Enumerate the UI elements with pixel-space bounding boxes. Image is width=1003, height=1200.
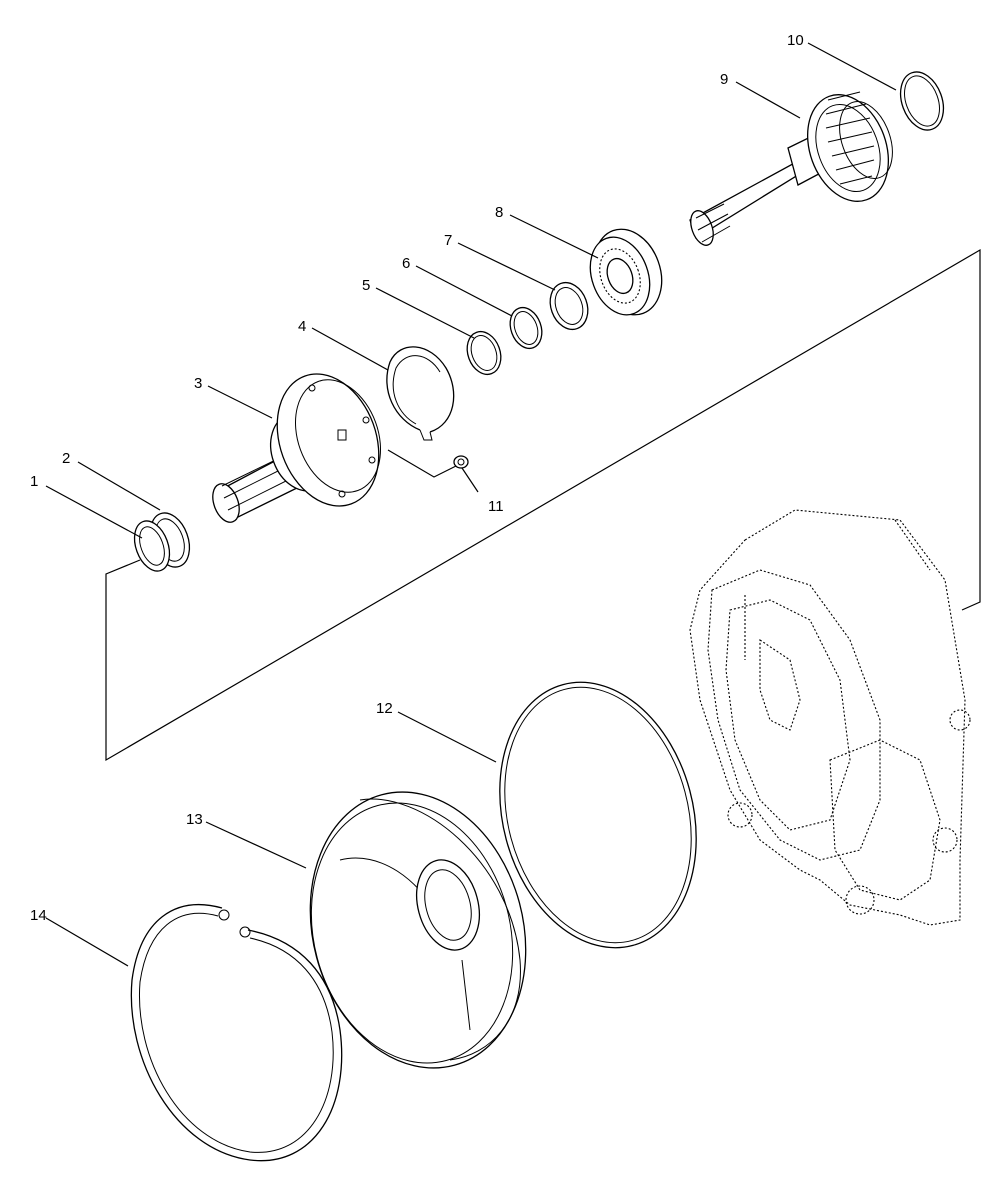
callout-4: 4 [298, 318, 306, 335]
part-12-o-ring[interactable] [471, 660, 724, 970]
callout-12: 12 [376, 700, 393, 717]
transmission-housing-ghost [689, 509, 971, 926]
callout-10: 10 [787, 32, 804, 49]
assembly-frame-lines [105, 248, 981, 762]
callout-7: 7 [444, 232, 452, 249]
part-3-hub-flange[interactable] [208, 360, 396, 526]
part-6-ring[interactable] [505, 303, 548, 353]
callout-2: 2 [62, 450, 70, 467]
part-7-ring[interactable] [544, 277, 594, 334]
callout-6: 6 [402, 255, 410, 272]
part-4-circlip[interactable] [386, 346, 455, 441]
callout-1: 1 [30, 473, 38, 490]
callout-3: 3 [194, 375, 202, 392]
callout-11: 11 [488, 498, 504, 515]
part-8-bearing[interactable] [580, 220, 673, 325]
callout-5: 5 [362, 277, 370, 294]
part-13-cover[interactable] [280, 768, 555, 1093]
callout-14: 14 [30, 907, 47, 924]
part-9-input-shaft[interactable] [686, 83, 902, 248]
part-14-large-circlip[interactable] [130, 904, 343, 1162]
part-5-ring[interactable] [461, 327, 506, 379]
callout-labels: 1 2 3 4 5 6 7 8 9 10 11 12 13 14 [30, 32, 804, 924]
part-10-snap-ring[interactable] [893, 66, 951, 136]
callout-13: 13 [186, 811, 203, 828]
part-11-pin[interactable] [453, 455, 469, 469]
callout-9: 9 [720, 71, 728, 88]
leader-lines [45, 42, 897, 967]
part-1-ring[interactable] [128, 516, 176, 576]
callout-8: 8 [495, 204, 503, 221]
